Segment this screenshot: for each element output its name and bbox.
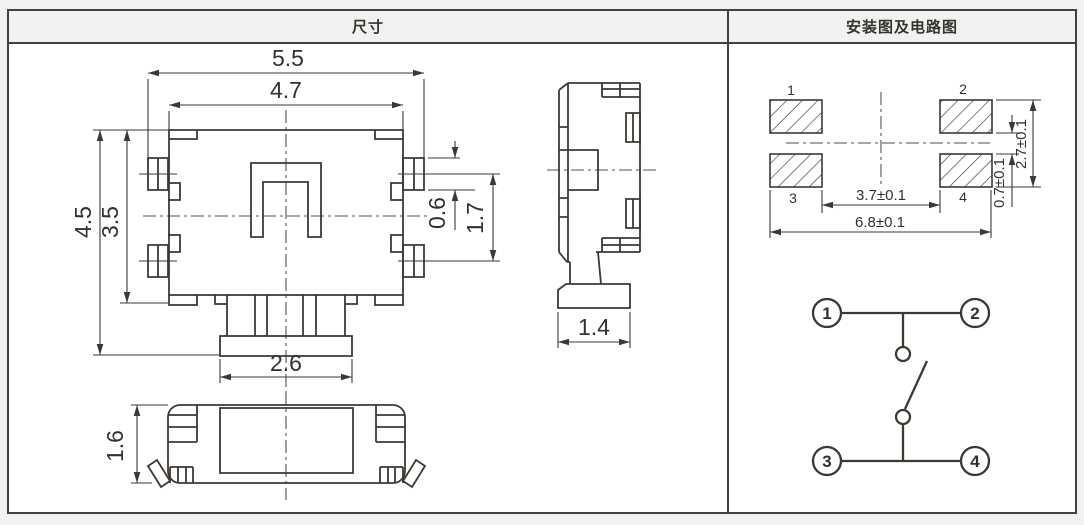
- column-header-mounting-circuit: 安装图及电路图: [845, 19, 958, 36]
- table-body-row: [9, 44, 1075, 512]
- mounting-circuit-cell: [729, 44, 1075, 512]
- dimensions-cell: [9, 44, 729, 512]
- table-header-row: 尺寸 安装图及电路图: [9, 11, 1075, 44]
- spec-table: 尺寸 安装图及电路图: [7, 9, 1077, 514]
- column-header-dimensions: 尺寸: [9, 11, 729, 42]
